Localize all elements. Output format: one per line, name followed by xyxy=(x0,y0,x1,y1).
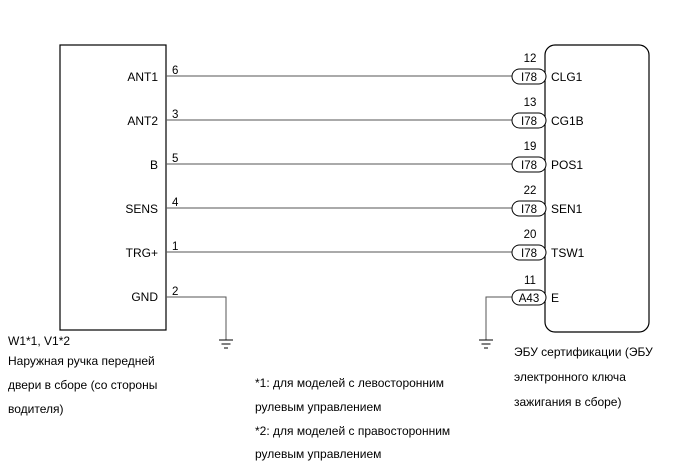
wire-gnd-ground xyxy=(166,296,227,340)
door-handle-box xyxy=(59,44,167,331)
footnote-line: *2: для моделей с правосторонним xyxy=(255,424,450,438)
right-pin-row: 19 I78 POS1 xyxy=(511,141,583,173)
caption-line: двери в сборе (со стороны xyxy=(8,378,157,392)
left-pin-row: ANT1 6 xyxy=(127,65,178,84)
connector-label: A43 xyxy=(519,293,539,305)
wire-e-ground xyxy=(485,296,514,340)
left-component-caption: W1*1, V1*2 Наружная ручка передней двери… xyxy=(8,334,157,416)
connector-label: I78 xyxy=(521,72,537,84)
left-pins: ANT1 6 ANT2 3 B 5 SENS 4 TRG+ 1 GND 2 xyxy=(125,65,179,304)
connector-oval xyxy=(511,244,547,261)
right-pin-number: 19 xyxy=(524,141,537,153)
caption-line: ЭБУ сертификации (ЭБУ xyxy=(514,345,653,359)
left-pin-row: TRG+ 1 xyxy=(126,241,179,260)
footnotes: *1: для моделей с левосторонним рулевым … xyxy=(255,376,450,461)
left-pin-label: SENS xyxy=(125,202,158,216)
left-pin-number: 4 xyxy=(172,197,179,209)
right-pin-number: 20 xyxy=(524,229,537,241)
left-pin-label: ANT2 xyxy=(127,114,158,128)
right-pin-row: 13 I78 CG1B xyxy=(511,97,584,129)
caption-line: водителя) xyxy=(8,402,64,416)
left-pin-label: ANT1 xyxy=(127,70,158,84)
connector-oval xyxy=(511,289,547,306)
right-pin-number: 11 xyxy=(524,275,536,287)
connector-oval xyxy=(511,112,547,129)
left-pin-number: 1 xyxy=(172,241,178,253)
footnote-line: рулевым управлением xyxy=(255,447,381,461)
right-pin-number: 12 xyxy=(524,53,537,65)
connector-oval xyxy=(511,156,547,173)
left-pin-number: 3 xyxy=(172,109,178,121)
left-pin-row: ANT2 3 xyxy=(127,109,178,128)
left-pin-row: SENS 4 xyxy=(125,197,179,216)
connector-label: I78 xyxy=(521,116,537,128)
right-pin-label: CG1B xyxy=(551,114,584,128)
right-pin-number: 22 xyxy=(524,185,537,197)
connector-label: I78 xyxy=(521,248,537,260)
right-pin-label: TSW1 xyxy=(551,246,585,260)
connector-oval xyxy=(511,68,547,85)
certification-ecu-box xyxy=(544,44,650,333)
left-pin-row: GND 2 xyxy=(131,286,178,304)
right-pin-row: 22 I78 SEN1 xyxy=(511,185,583,217)
connector-oval xyxy=(511,200,547,217)
right-pin-row: 12 I78 CLG1 xyxy=(511,53,583,85)
right-pin-row: 11 A43 E xyxy=(511,275,559,306)
ground-symbol-left xyxy=(219,339,233,349)
right-pin-row: 20 I78 TSW1 xyxy=(511,229,585,261)
right-pin-label: E xyxy=(551,291,559,305)
right-component-caption: ЭБУ сертификации (ЭБУ электронного ключа… xyxy=(514,345,653,409)
connector-label: I78 xyxy=(521,160,537,172)
right-pin-number: 13 xyxy=(524,97,537,109)
left-pin-number: 5 xyxy=(172,153,178,165)
right-pins: 12 I78 CLG1 13 I78 CG1B 19 I78 POS1 22 I… xyxy=(511,53,585,306)
left-pin-number: 2 xyxy=(172,286,178,298)
right-pin-label: SEN1 xyxy=(551,202,583,216)
footnote-line: рулевым управлением xyxy=(255,400,381,414)
left-pin-label: TRG+ xyxy=(126,246,158,260)
left-pin-number: 6 xyxy=(172,65,178,77)
caption-line: Наружная ручка передней xyxy=(8,354,155,368)
right-pin-label: CLG1 xyxy=(551,70,583,84)
connector-label: I78 xyxy=(521,204,537,216)
left-pin-label: GND xyxy=(131,290,158,304)
caption-line: зажигания в сборе) xyxy=(514,395,621,409)
wires xyxy=(166,75,514,340)
ground-symbol-right xyxy=(479,339,493,349)
left-pin-row: B 5 xyxy=(150,153,178,172)
caption-line: электронного ключа xyxy=(514,370,626,384)
caption-line: W1*1, V1*2 xyxy=(8,334,70,348)
left-pin-label: B xyxy=(150,158,158,172)
right-pin-label: POS1 xyxy=(551,158,583,172)
footnote-line: *1: для моделей с левосторонним xyxy=(255,376,444,390)
